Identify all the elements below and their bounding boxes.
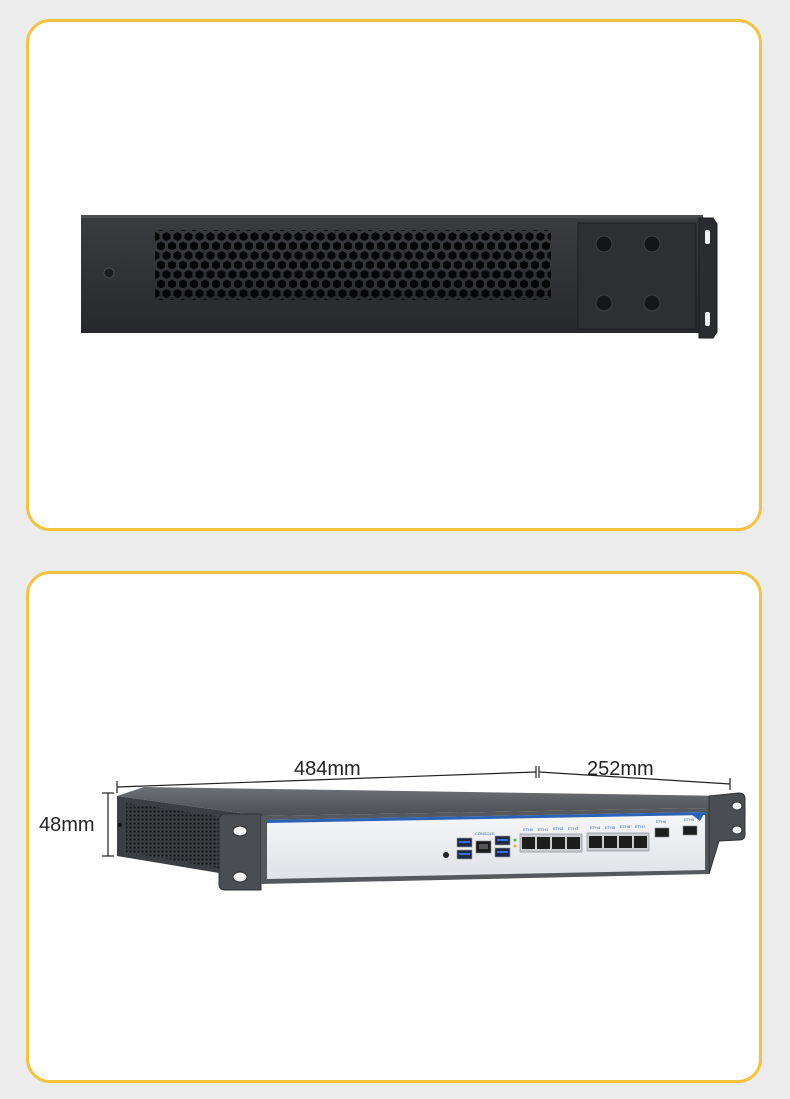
dimension-illustration: 484mm 252mm 48mm [39, 758, 746, 891]
eth-label: ETH0 [523, 827, 534, 832]
side-view-illustration [81, 215, 718, 339]
right-rack-ear [708, 792, 746, 875]
eth-label: ETH1 [538, 827, 549, 832]
screw-icon [643, 235, 661, 253]
screw-icon [103, 267, 115, 279]
reset-button[interactable] [443, 852, 449, 858]
width-dimension-label: 484mm [294, 758, 361, 780]
eth-label: ETH3 [568, 826, 579, 831]
ethernet-ports-group-1[interactable] [519, 833, 583, 853]
hex-vent [155, 230, 551, 300]
rack-ear-plate [577, 222, 697, 330]
eth-label: ETH6 [620, 824, 631, 829]
rack-bracket [698, 217, 718, 339]
console-port[interactable] [475, 840, 492, 854]
height-dimension-label: 48mm [39, 814, 95, 836]
dimension-lines [102, 766, 731, 857]
eth-label: ETH7 [635, 824, 646, 829]
screw-icon [643, 294, 661, 312]
eth-label: ETH4 [590, 825, 601, 830]
console-label: CONSOLE [475, 831, 495, 836]
sfp-ports[interactable] [654, 825, 698, 838]
status-led [513, 844, 517, 848]
screw-icon [595, 235, 613, 253]
dimension-view-card: 484mm 252mm 48mm [26, 571, 762, 1083]
usb-ports-1[interactable] [456, 837, 473, 860]
eth-label: ETH5 [605, 825, 616, 830]
side-view-card [26, 19, 762, 531]
depth-dimension-label: 252mm [587, 758, 654, 780]
eth-label: ETH2 [553, 826, 564, 831]
usb-ports-2[interactable] [494, 835, 511, 858]
screw-icon [595, 294, 613, 312]
left-rack-ear [218, 813, 262, 891]
chassis-top [117, 787, 730, 816]
sfp-label: ETH8 [656, 819, 667, 824]
status-led [513, 838, 517, 842]
sfp-label: ETH9 [684, 817, 695, 822]
ethernet-ports-group-2[interactable] [586, 832, 650, 852]
